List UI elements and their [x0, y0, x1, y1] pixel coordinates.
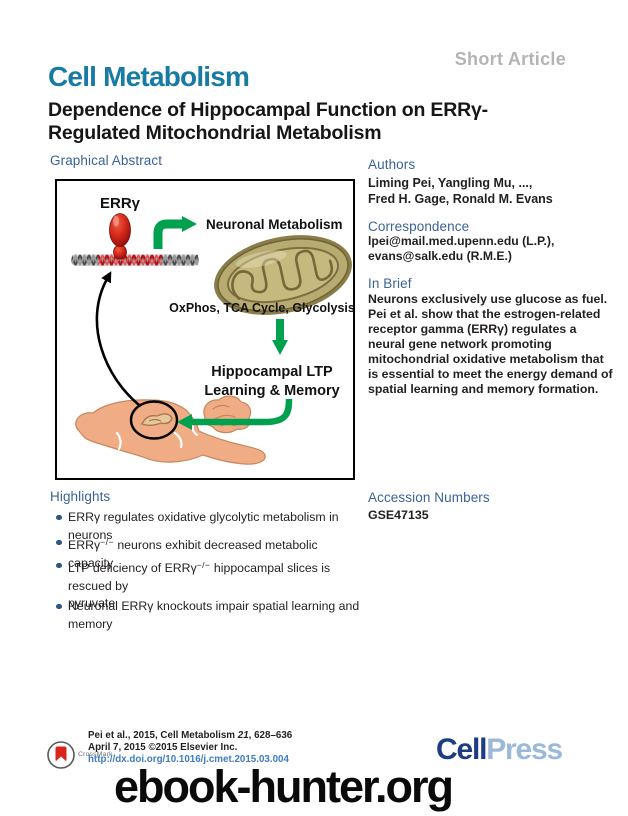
in-brief-text: Neurons exclusively use glucose as fuel.… [368, 292, 613, 396]
highlight-item: ERRγ regulates oxidative glycolytic meta… [50, 509, 362, 544]
in-brief-heading: In Brief [368, 276, 412, 291]
highlight-text: LTP deficiency of ERRγ−/− hippocampal sl… [68, 560, 331, 610]
graphical-abstract-figure: ERRγ Neuronal Metabolism OxPhos, TCA Cyc… [55, 179, 355, 480]
arrow-ltp-to-brain [177, 398, 293, 430]
learning-memory-label: Learning & Memory [204, 383, 339, 399]
citation-block: Pei et al., 2015, Cell Metabolism 21, 62… [88, 730, 292, 766]
journal-logo: Cell Metabolism [48, 61, 250, 92]
highlight-item: ERRγ−/− neurons exhibit decreased metabo… [50, 534, 362, 572]
hippocampal-ltp-label: Hippocampal LTP [211, 364, 333, 380]
highlights-heading: Highlights [50, 489, 111, 504]
highlight-item: Neuronal ERRγ knockouts impair spatial l… [50, 598, 362, 633]
bullet-icon [56, 562, 62, 568]
crossmark-label: CrossMark [78, 751, 113, 758]
cellpress-logo-press: Press [486, 733, 563, 766]
correspondence-emails[interactable]: lpei@mail.med.upenn.edu (L.P.),evans@sal… [368, 234, 555, 263]
highlight-item: LTP deficiency of ERRγ−/− hippocampal sl… [50, 557, 362, 613]
graphical-abstract-heading: Graphical Abstract [50, 153, 163, 168]
accession-number-value: GSE47135 [368, 508, 429, 522]
highlight-text: ERRγ−/− neurons exhibit decreased metabo… [68, 537, 318, 570]
graphical-abstract-illustration: ERRγ Neuronal Metabolism OxPhos, TCA Cyc… [71, 195, 353, 465]
dna-strand-graphic [71, 254, 199, 266]
copyright-line: April 7, 2015 ©2015 Elsevier Inc. [88, 742, 238, 753]
oxphos-label: OxPhos, TCA Cycle, Glycolysis [169, 301, 353, 315]
errg-label: ERRγ [100, 195, 141, 212]
highlight-text: Neuronal ERRγ knockouts impair spatial l… [68, 599, 360, 631]
article-type-label: Short Article [454, 49, 566, 69]
paper-title: Dependence of Hippocampal Function on ER… [48, 99, 488, 144]
bullet-icon [56, 539, 62, 545]
neuronal-metabolism-label: Neuronal Metabolism [206, 217, 343, 232]
authors-names: Liming Pei, Yangling Mu, ...,Fred H. Gag… [368, 176, 553, 206]
errg-protein-graphic [109, 213, 131, 260]
authors-heading: Authors [368, 157, 416, 172]
correspondence-heading: Correspondence [368, 219, 470, 234]
mitochondrion-illustration [214, 235, 352, 315]
crossmark-badge[interactable]: CrossMark [46, 740, 118, 770]
doi-link[interactable]: http://dx.doi.org/10.1016/j.cmet.2015.03… [88, 754, 289, 765]
citation-line: Pei et al., 2015, Cell Metabolism 21, 62… [88, 730, 293, 741]
accession-numbers-heading: Accession Numbers [368, 490, 490, 505]
arrow-brain-to-errg [95, 271, 140, 407]
cellpress-logo: CellPress [436, 733, 563, 766]
bullet-icon [56, 514, 62, 520]
bullet-icon [56, 603, 62, 609]
crossmark-icon [47, 741, 75, 769]
arrow-errg-to-metabolism [153, 216, 197, 249]
highlight-text: ERRγ regulates oxidative glycolytic meta… [68, 510, 339, 542]
cellpress-logo-cell: Cell [436, 733, 487, 766]
ebook-hunter-watermark: ebook-hunter.org [114, 761, 454, 812]
